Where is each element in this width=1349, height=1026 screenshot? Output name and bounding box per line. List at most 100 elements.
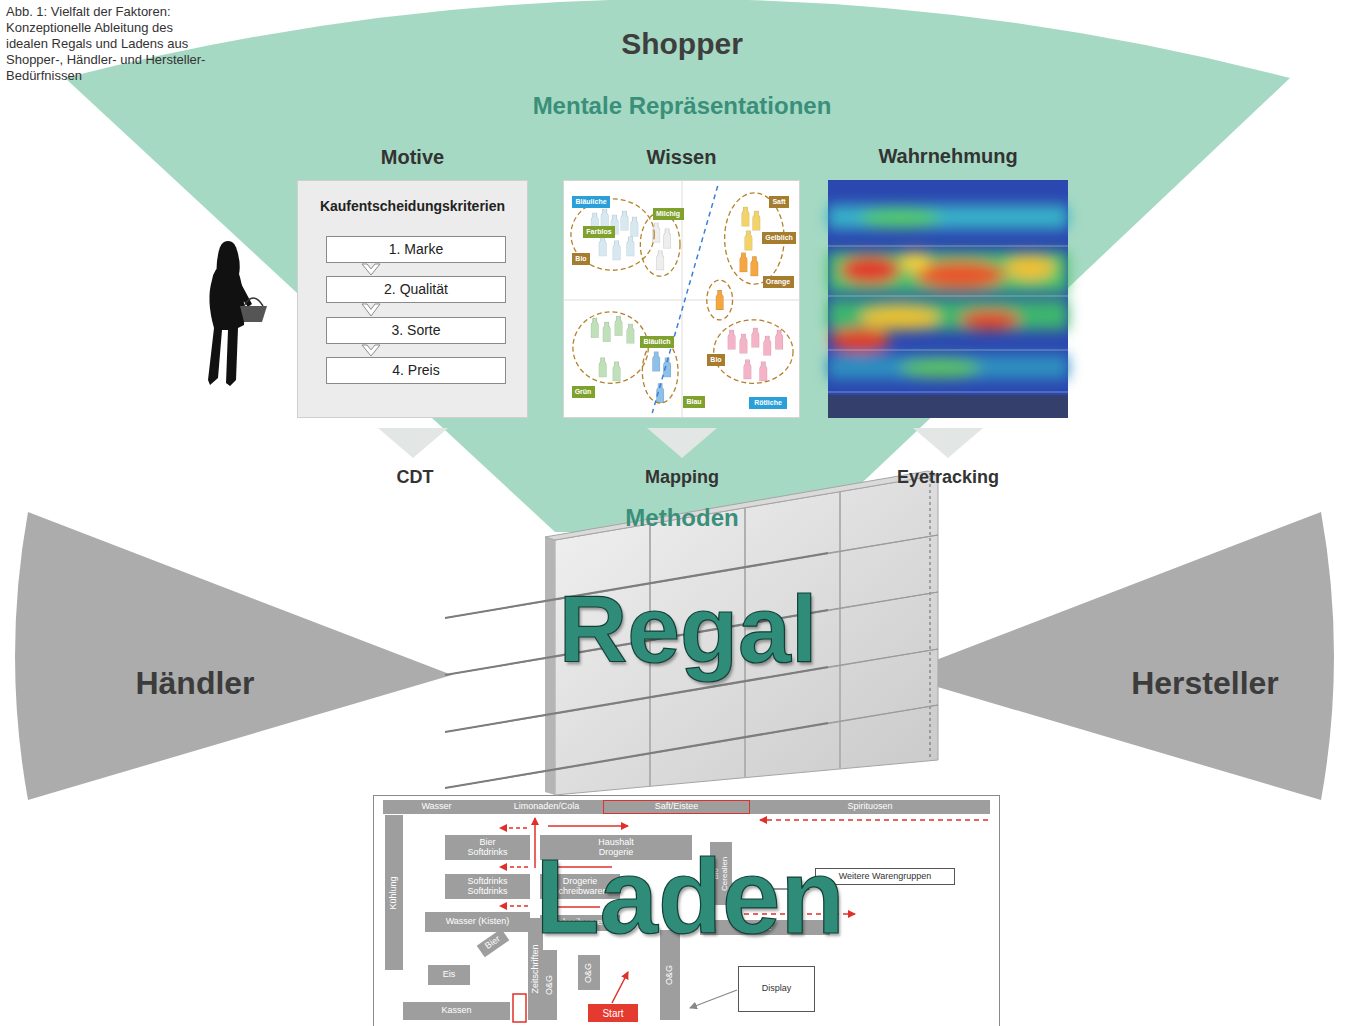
ellipse-part: [573, 312, 648, 383]
text-group: Gelblich: [765, 234, 793, 242]
node-label: Softdrinks: [467, 848, 507, 858]
ellipse-part: [642, 340, 678, 403]
store-title: Laden: [490, 837, 890, 958]
use-part: [630, 217, 638, 237]
text-group: Saft: [772, 198, 785, 206]
g-part: [591, 316, 635, 381]
use-part: [621, 211, 629, 231]
line-part: [760, 819, 988, 821]
use-part: [716, 290, 724, 310]
use-part: [775, 330, 783, 350]
text-group: SoftdrinksSoftdrinks: [467, 877, 507, 897]
aisle-shelf: Kühlung: [385, 815, 403, 970]
path-part: [65, 0, 1290, 532]
text-group: Wasser (Kisten): [446, 917, 510, 927]
text-group: Kassen: [441, 1006, 471, 1016]
line-part: [828, 350, 1068, 351]
use-part: [752, 211, 760, 231]
map-tag: Farblos: [583, 226, 615, 238]
node-label: Wasser: [421, 802, 451, 812]
node-label: Spirituosen: [847, 802, 892, 812]
map-tag: Orange: [763, 276, 794, 288]
text-group: Bläulich: [643, 338, 670, 346]
heatmap-picture: [828, 180, 1068, 418]
map-tag: Milchig: [653, 208, 684, 220]
node-label: 4. Preis: [392, 363, 439, 378]
use-part: [741, 207, 749, 227]
node-label: Farblos: [586, 228, 611, 236]
line-part: [548, 825, 628, 827]
section-heading: Mentale Repräsentationen: [432, 92, 932, 120]
ellipse-part: [640, 213, 680, 276]
wedge-label: Hersteller: [1105, 665, 1305, 702]
text-group: Limonaden/Cola: [514, 802, 580, 812]
node-label: Gelblich: [765, 234, 793, 242]
rect-part: [828, 205, 1068, 229]
ellipse-part: [714, 320, 793, 383]
node-label: 1. Marke: [389, 242, 443, 257]
node-label: Saft: [772, 198, 785, 206]
use-part: [599, 237, 607, 257]
criteria-box: 4. Preis: [326, 357, 506, 384]
path-part: [897, 512, 1334, 800]
ellipse-part: [960, 310, 1020, 330]
text-group: Milchig: [656, 210, 680, 218]
line-part: [828, 296, 1068, 297]
g-part: [652, 223, 671, 271]
section-heading: Methoden: [582, 504, 782, 532]
node-label: Milchig: [656, 210, 680, 218]
use-part: [744, 231, 752, 251]
polygon-part: [647, 428, 717, 458]
aisle-shelf: O&G: [578, 955, 600, 990]
use-part: [743, 359, 751, 379]
text-group: Weitere Warengruppen: [839, 872, 932, 882]
line-part: [500, 866, 528, 868]
line-part: [828, 246, 1068, 247]
panel-heading: Motive: [297, 146, 528, 169]
retailer-wedge: Händler: [0, 505, 450, 805]
map-tag: Rötliche: [749, 397, 787, 409]
ellipse-part: [900, 358, 980, 378]
node-label: Softdrinks: [467, 887, 507, 897]
line-part: [500, 905, 528, 907]
method-label: CDT: [355, 467, 475, 488]
aisle-shelf: SoftdrinksSoftdrinks: [445, 874, 530, 899]
start-marker: Start: [588, 1004, 638, 1022]
rect-part: [828, 252, 1068, 292]
manufacturer-wedge: Hersteller: [900, 505, 1349, 805]
aisle-shelf: Limonaden/Cola: [490, 800, 603, 814]
aisle-shelf: Spirituosen: [750, 800, 990, 814]
text-group: O&G: [584, 962, 594, 982]
use-part: [599, 358, 607, 378]
wedge-shape: [0, 505, 450, 805]
use-part: [613, 240, 621, 260]
node-label: 2. Qualität: [384, 282, 448, 297]
node-label: O&G: [545, 975, 555, 995]
aisle-shelf: Kassen: [403, 1002, 510, 1020]
criteria-box: 3. Sorte: [326, 317, 506, 344]
panel-heading: Wissen: [564, 146, 799, 169]
use-part: [626, 324, 634, 344]
wedge-shape: [900, 505, 1349, 805]
node-label: Limonaden/Cola: [514, 802, 580, 812]
aisle-shelf: Eis: [428, 965, 470, 985]
node-label: Softdrinks: [467, 877, 507, 887]
fan-heading: Shopper: [532, 27, 832, 62]
map-tag: Bio: [572, 253, 590, 265]
line-part: [500, 827, 527, 829]
map-tag: Bläulich: [640, 336, 674, 348]
map-tag: Saft: [769, 196, 789, 208]
ellipse-part: [900, 252, 930, 272]
ellipse-part: [840, 256, 900, 284]
ellipse-part: [830, 328, 890, 352]
use-part: [750, 256, 758, 276]
criteria-box: 1. Marke: [326, 236, 506, 263]
node-label: Bio: [710, 356, 721, 364]
use-part: [740, 334, 748, 354]
node-label: Wasser (Kisten): [446, 917, 510, 927]
ellipse-part: [707, 280, 733, 320]
text-group: Orange: [766, 278, 791, 286]
heatmap-panel: Wahrnehmung: [828, 180, 1068, 418]
node-label: Grün: [575, 388, 592, 396]
figure-caption: Abb. 1: Vielfalt der Faktoren: Konzeptio…: [6, 4, 216, 84]
